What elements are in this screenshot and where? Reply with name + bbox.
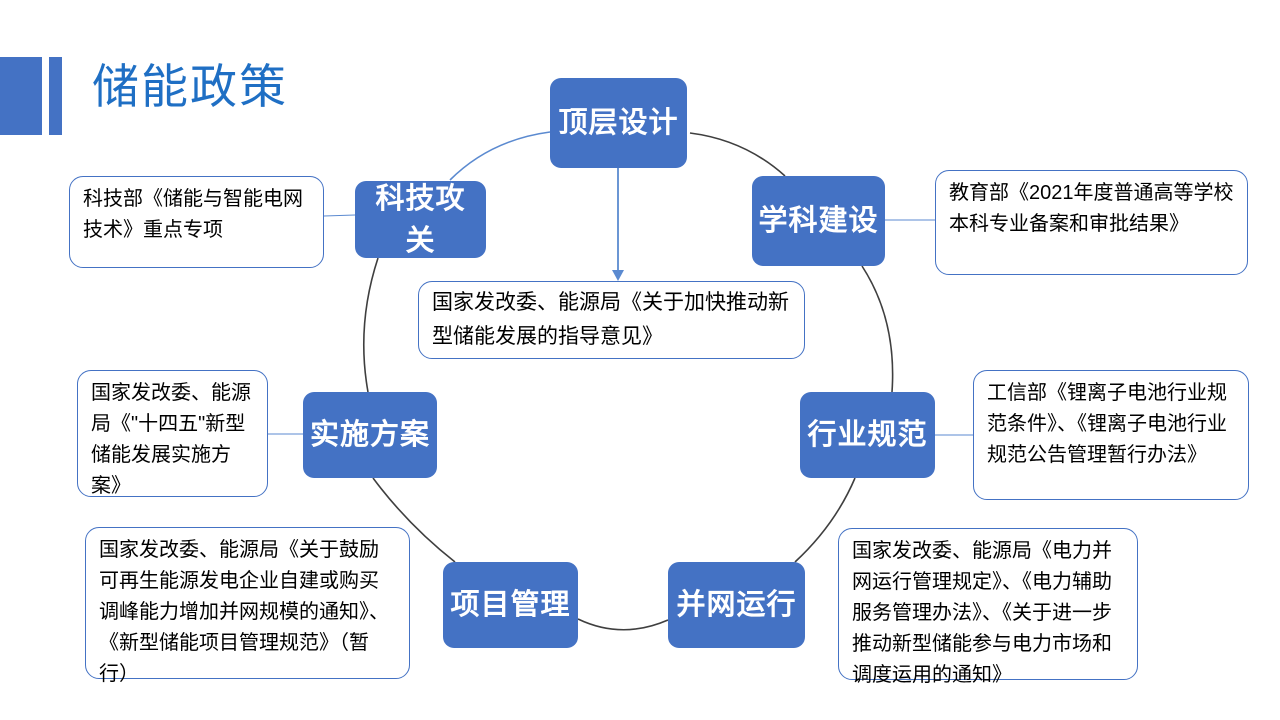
arc-xueke-to-hangye xyxy=(861,265,894,393)
callout-grid-connection: 国家发改委、能源局《电力并网运行管理规定》、《电力辅助服务管理办法》、《关于进一… xyxy=(838,528,1138,686)
callout-tech-research: 科技部《储能与智能电网技术》重点专项 xyxy=(69,176,324,268)
callout-industry-standards: 工信部《锂离子电池行业规范条件》、《锂离子电池行业规范公告管理暂行办法》 xyxy=(973,370,1249,500)
arc-hangye-to-bingwang xyxy=(794,477,856,563)
arc-shishi-to-keji xyxy=(362,257,379,393)
arrow-top-to-center-head xyxy=(612,270,624,281)
cycle-node-discipline-construction[interactable]: 学科建设 xyxy=(752,176,885,266)
cycle-node-tech-research[interactable]: 科技攻关 xyxy=(355,181,486,258)
callout-project-management: 国家发改委、能源局《关于鼓励可再生能源发电企业自建或购买调峰能力增加并网规模的通… xyxy=(85,527,410,685)
callout-discipline-construction: 教育部《2021年度普通高等学校本科专业备案和审批结果》 xyxy=(935,170,1248,275)
callout-top-level-design: 国家发改委、能源局《关于加快推动新型储能发展的指导意见》 xyxy=(418,281,805,359)
callout-implementation-plan: 国家发改委、能源局《"十四五"新型储能发展实施方案》 xyxy=(77,370,268,497)
cycle-node-implementation-plan[interactable]: 实施方案 xyxy=(303,392,437,478)
arc-bingwang-to-xiangmu xyxy=(577,618,669,631)
arc-keji-to-top xyxy=(449,131,551,181)
cycle-node-top-level-design[interactable]: 顶层设计 xyxy=(550,78,687,168)
cycle-node-industry-standards[interactable]: 行业规范 xyxy=(800,392,935,478)
title-accent-wide-bar xyxy=(0,57,42,135)
cycle-node-grid-connection[interactable]: 并网运行 xyxy=(668,562,805,648)
cycle-node-project-management[interactable]: 项目管理 xyxy=(443,562,578,648)
arc-top-to-xueke xyxy=(689,132,786,177)
arc-xiangmu-to-shishi xyxy=(372,477,456,563)
leader-keji-callout xyxy=(323,214,356,217)
page-title: 储能政策 xyxy=(92,60,288,113)
title-accent-thin-bar xyxy=(49,57,62,135)
